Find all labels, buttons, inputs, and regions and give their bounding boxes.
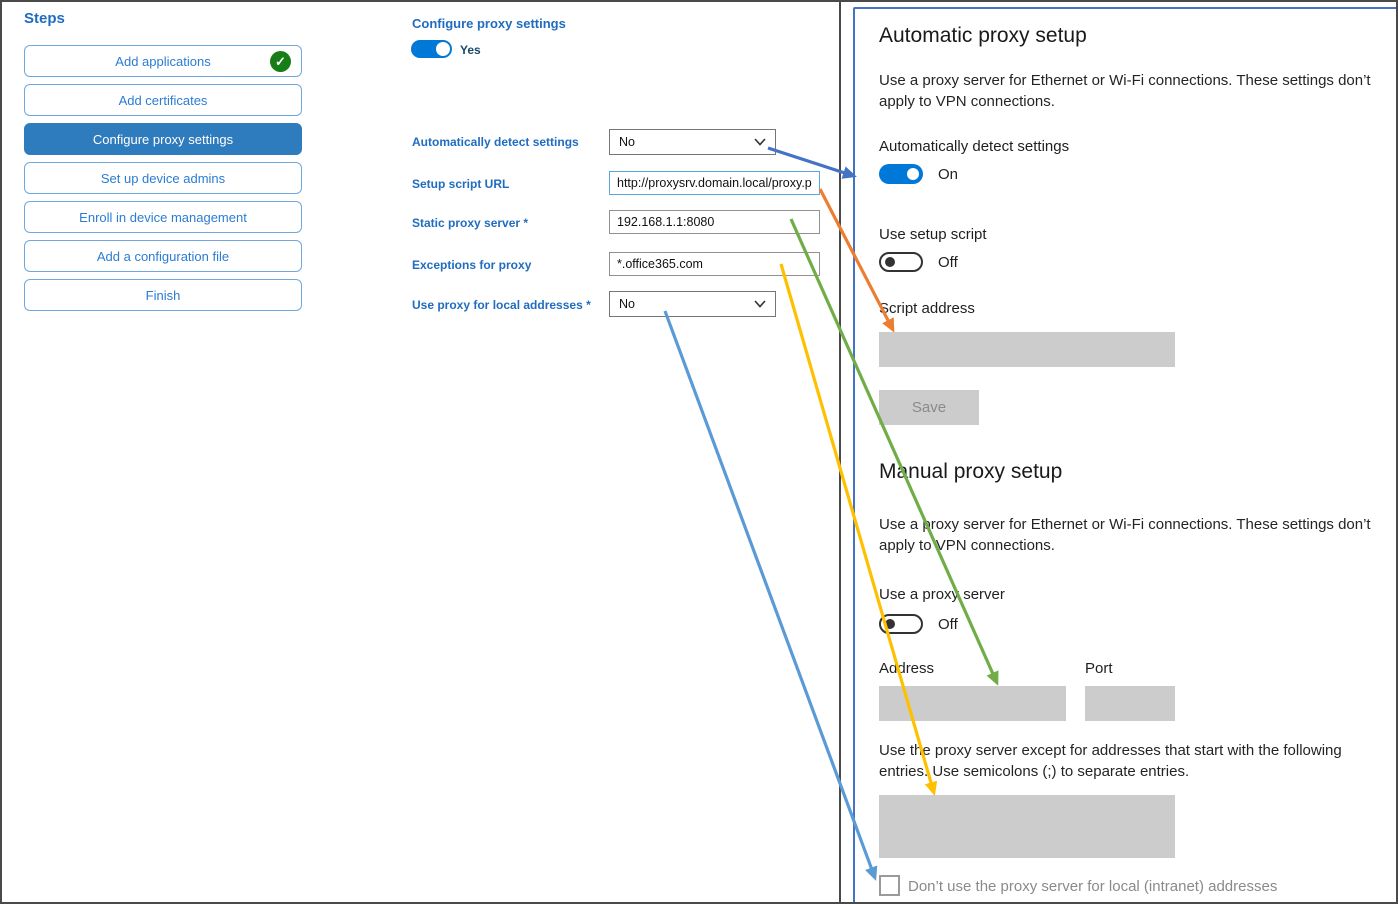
detect-settings-toggle-state: On xyxy=(938,166,959,183)
toggle-knob xyxy=(885,257,895,267)
step-label: Configure proxy settings xyxy=(92,131,234,147)
configure-proxy-toggle-state: Yes xyxy=(460,43,481,57)
proxy-exceptions-textarea[interactable] xyxy=(879,795,1175,858)
toggle-knob xyxy=(885,619,895,629)
label-exceptions-for-proxy: Exceptions for proxy xyxy=(412,258,532,272)
label-static-proxy-server: Static proxy server * xyxy=(412,216,529,230)
exceptions-for-proxy-input[interactable] xyxy=(609,252,820,276)
completed-check-icon: ✓ xyxy=(270,51,291,72)
save-button[interactable]: Save xyxy=(879,390,979,425)
arrow-local-addresses xyxy=(663,310,878,881)
panel-divider xyxy=(839,2,841,902)
dropdown-value: No xyxy=(619,297,635,311)
steps-heading: Steps xyxy=(24,10,65,27)
chevron-down-icon xyxy=(754,138,766,146)
label-automatically-detect-settings: Automatically detect settings xyxy=(412,135,579,149)
label-use-proxy-local-addresses: Use proxy for local addresses * xyxy=(412,298,591,312)
use-proxy-server-toggle[interactable] xyxy=(879,614,923,634)
step-finish[interactable]: Finish xyxy=(24,279,302,311)
step-label: Add applications xyxy=(115,53,211,69)
step-label: Enroll in device management xyxy=(79,209,247,225)
port-label: Port xyxy=(1085,660,1113,677)
manual-proxy-description: Use a proxy server for Ethernet or Wi-Fi… xyxy=(879,516,1371,554)
intranet-addresses-checkbox[interactable] xyxy=(879,875,900,896)
intranet-addresses-checkbox-label: Don’t use the proxy server for local (in… xyxy=(908,878,1278,895)
step-label: Finish xyxy=(145,287,181,303)
address-label: Address xyxy=(879,660,935,677)
script-address-input[interactable] xyxy=(879,332,1175,367)
step-configure-proxy-settings[interactable]: Configure proxy settings xyxy=(24,123,302,155)
automatic-proxy-setup-heading: Automatic proxy setup xyxy=(879,24,1087,47)
setup-script-url-input[interactable] xyxy=(609,171,820,195)
toggle-knob xyxy=(436,42,450,56)
step-add-certificates[interactable]: Add certificates xyxy=(24,84,302,116)
configure-proxy-toggle[interactable] xyxy=(411,40,452,58)
label-setup-script-url: Setup script URL xyxy=(412,177,510,191)
automatic-proxy-description: Use a proxy server for Ethernet or Wi-Fi… xyxy=(879,72,1371,110)
dropdown-value: No xyxy=(619,135,635,149)
step-label: Add a configuration file xyxy=(96,248,230,264)
script-address-label: Script address xyxy=(879,300,975,317)
use-proxy-server-toggle-state: Off xyxy=(938,616,958,633)
static-proxy-server-input[interactable] xyxy=(609,210,820,234)
manual-proxy-setup-heading: Manual proxy setup xyxy=(879,460,1063,483)
use-setup-script-label: Use setup script xyxy=(879,226,987,243)
detect-settings-label: Automatically detect settings xyxy=(879,138,1070,155)
form-title: Configure proxy settings xyxy=(412,16,566,31)
automatically-detect-settings-dropdown[interactable]: No xyxy=(609,129,776,155)
detect-settings-toggle[interactable] xyxy=(879,164,923,184)
chevron-down-icon xyxy=(754,300,766,308)
step-label: Add certificates xyxy=(118,92,208,108)
proxy-exceptions-note: Use the proxy server except for addresse… xyxy=(879,742,1342,780)
use-proxy-local-addresses-dropdown[interactable]: No xyxy=(609,291,776,317)
step-add-configuration-file[interactable]: Add a configuration file xyxy=(24,240,302,272)
use-setup-script-toggle[interactable] xyxy=(879,252,923,272)
address-input[interactable] xyxy=(879,686,1066,721)
step-label: Set up device admins xyxy=(100,170,226,186)
step-enroll-device-management[interactable]: Enroll in device management xyxy=(24,201,302,233)
step-add-applications[interactable]: Add applications ✓ xyxy=(24,45,302,77)
use-setup-script-toggle-state: Off xyxy=(938,254,958,271)
port-input[interactable] xyxy=(1085,686,1175,721)
step-set-up-device-admins[interactable]: Set up device admins xyxy=(24,162,302,194)
toggle-knob xyxy=(907,168,919,180)
use-proxy-server-label: Use a proxy server xyxy=(879,586,1005,603)
